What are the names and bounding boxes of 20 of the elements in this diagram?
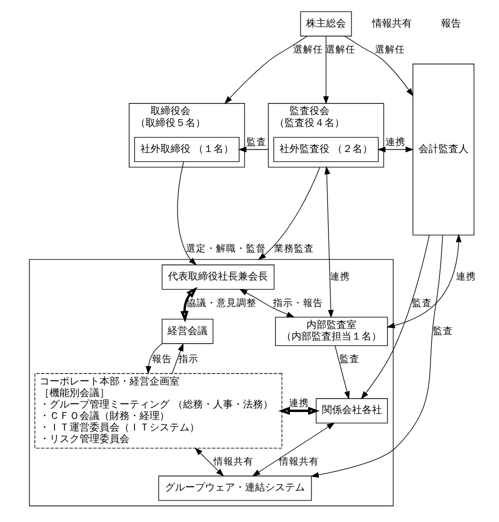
edge-label: 協議・意見調整 [186, 297, 256, 308]
label: 報告 [440, 18, 460, 29]
label: 情報共有 [371, 18, 412, 29]
edge-label: 連携 [288, 398, 309, 409]
edge-label: 情報共有 [278, 456, 318, 468]
edge-label: 指示 [178, 354, 198, 365]
edge-label: 監査 [412, 297, 432, 308]
edge-label: 報告 [152, 354, 172, 365]
edge-label: 業務監査 [274, 242, 314, 254]
edge-label: 監査 [432, 325, 453, 336]
edge-label: 連携 [456, 271, 476, 282]
edge-label: 選解任 [374, 44, 405, 56]
edge-label: 監査 [338, 354, 359, 365]
edge-label: 監査 [246, 136, 266, 148]
edge-label: 選定・解職・監督 [185, 242, 266, 254]
edge-label: 指示・報告 [272, 297, 323, 308]
edge-label: 情報共有 [213, 456, 254, 468]
edge-label: 連携 [329, 271, 350, 282]
edge-label: 連携 [385, 136, 406, 148]
edge-label: 選解任 [292, 44, 323, 56]
